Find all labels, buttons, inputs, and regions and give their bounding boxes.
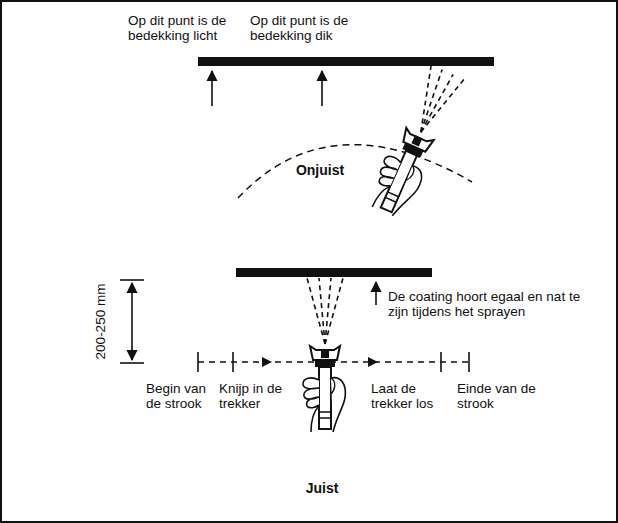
dimension-label: 200-250 mm xyxy=(93,283,108,359)
note-label: Knijp in de trekker xyxy=(219,381,293,411)
note-label: Op dit punt is de bedekking licht xyxy=(128,13,246,43)
note-label: Einde van de strook xyxy=(457,381,547,411)
status-label: Onjuist xyxy=(296,163,344,178)
note-label: Begin van de strook xyxy=(146,381,220,411)
note-label: Laat de trekker los xyxy=(371,381,453,411)
status-label: Juist xyxy=(306,481,339,496)
note-label: De coating hoort egaal en nat te zijn ti… xyxy=(388,289,584,319)
note-label: Op dit punt is de bedekking dik xyxy=(250,13,368,43)
